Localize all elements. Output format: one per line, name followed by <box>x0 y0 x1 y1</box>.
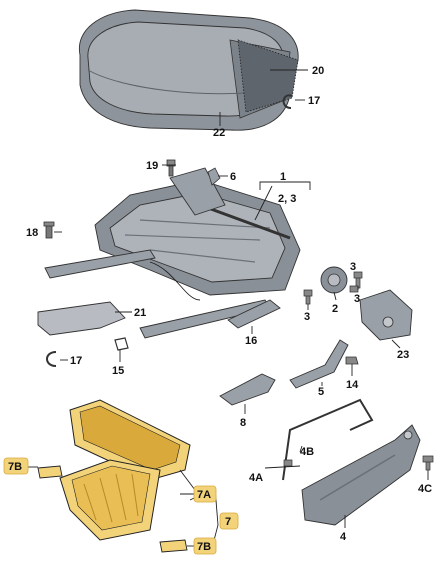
screw-3b <box>349 285 359 293</box>
height-adjuster-2 <box>320 266 348 294</box>
label-6: 6 <box>230 171 236 183</box>
screw-4c <box>422 455 434 471</box>
handle-8 <box>219 373 276 406</box>
storage-drawer-lid-7a <box>69 399 191 481</box>
label-15: 15 <box>112 365 124 377</box>
label-7b-bottom: 7B <box>197 541 211 553</box>
plate-21 <box>37 301 126 336</box>
label-4c: 4C <box>418 483 432 495</box>
cover-23 <box>359 289 413 341</box>
bolt-18 <box>43 221 55 239</box>
label-3-b: 3 <box>354 293 360 305</box>
seat-heating-element <box>237 39 299 113</box>
label-4b: 4B <box>300 446 314 458</box>
label-8: 8 <box>240 417 246 429</box>
label-5: 5 <box>318 386 324 398</box>
label-3-a: 3 <box>350 261 356 273</box>
label-17-lower: 17 <box>70 355 82 367</box>
retaining-ring-lower <box>46 351 57 367</box>
clip-6 <box>207 167 221 186</box>
screw-3a <box>353 271 363 289</box>
lever-5 <box>289 339 349 389</box>
highlighted-labels: 7B 7A 7 7B <box>3 457 239 555</box>
clip-15 <box>114 337 129 351</box>
callout-labels: 20 17 22 19 6 1 2, 3 18 3 3 2 3 21 16 23… <box>26 65 432 543</box>
clip-7b-bottom <box>159 539 188 553</box>
label-19: 19 <box>146 160 158 172</box>
nut-14 <box>345 356 359 365</box>
label-16: 16 <box>245 335 257 347</box>
label-7a: 7A <box>197 489 211 501</box>
label-20: 20 <box>312 65 324 77</box>
label-17-upper: 17 <box>308 95 320 107</box>
leader-lines <box>28 69 429 549</box>
clip-7b-left <box>37 465 63 479</box>
label-22: 22 <box>213 127 225 139</box>
side-trim-4 <box>301 424 421 526</box>
storage-drawer-tray-7 <box>59 459 161 541</box>
label-4a: 4A <box>249 472 263 484</box>
label-21: 21 <box>134 307 146 319</box>
wire-bracket-4b <box>282 398 374 481</box>
label-7b-left: 7B <box>8 461 22 473</box>
retaining-ring-upper <box>282 94 293 109</box>
screw-3c <box>303 289 313 305</box>
trim-16 <box>227 299 281 329</box>
screw-19 <box>166 159 176 177</box>
screw-4a <box>283 459 293 467</box>
label-18: 18 <box>26 227 38 239</box>
label-7: 7 <box>225 516 231 528</box>
label-2: 2 <box>332 303 338 315</box>
seat-frame <box>94 167 301 296</box>
label-23: 23 <box>397 349 409 361</box>
seat-rail-left <box>44 249 156 279</box>
label-1: 1 <box>280 171 286 183</box>
label-2-3: 2, 3 <box>278 193 296 205</box>
label-4: 4 <box>340 531 347 543</box>
label-3-c: 3 <box>304 311 310 323</box>
label-14: 14 <box>346 379 359 391</box>
